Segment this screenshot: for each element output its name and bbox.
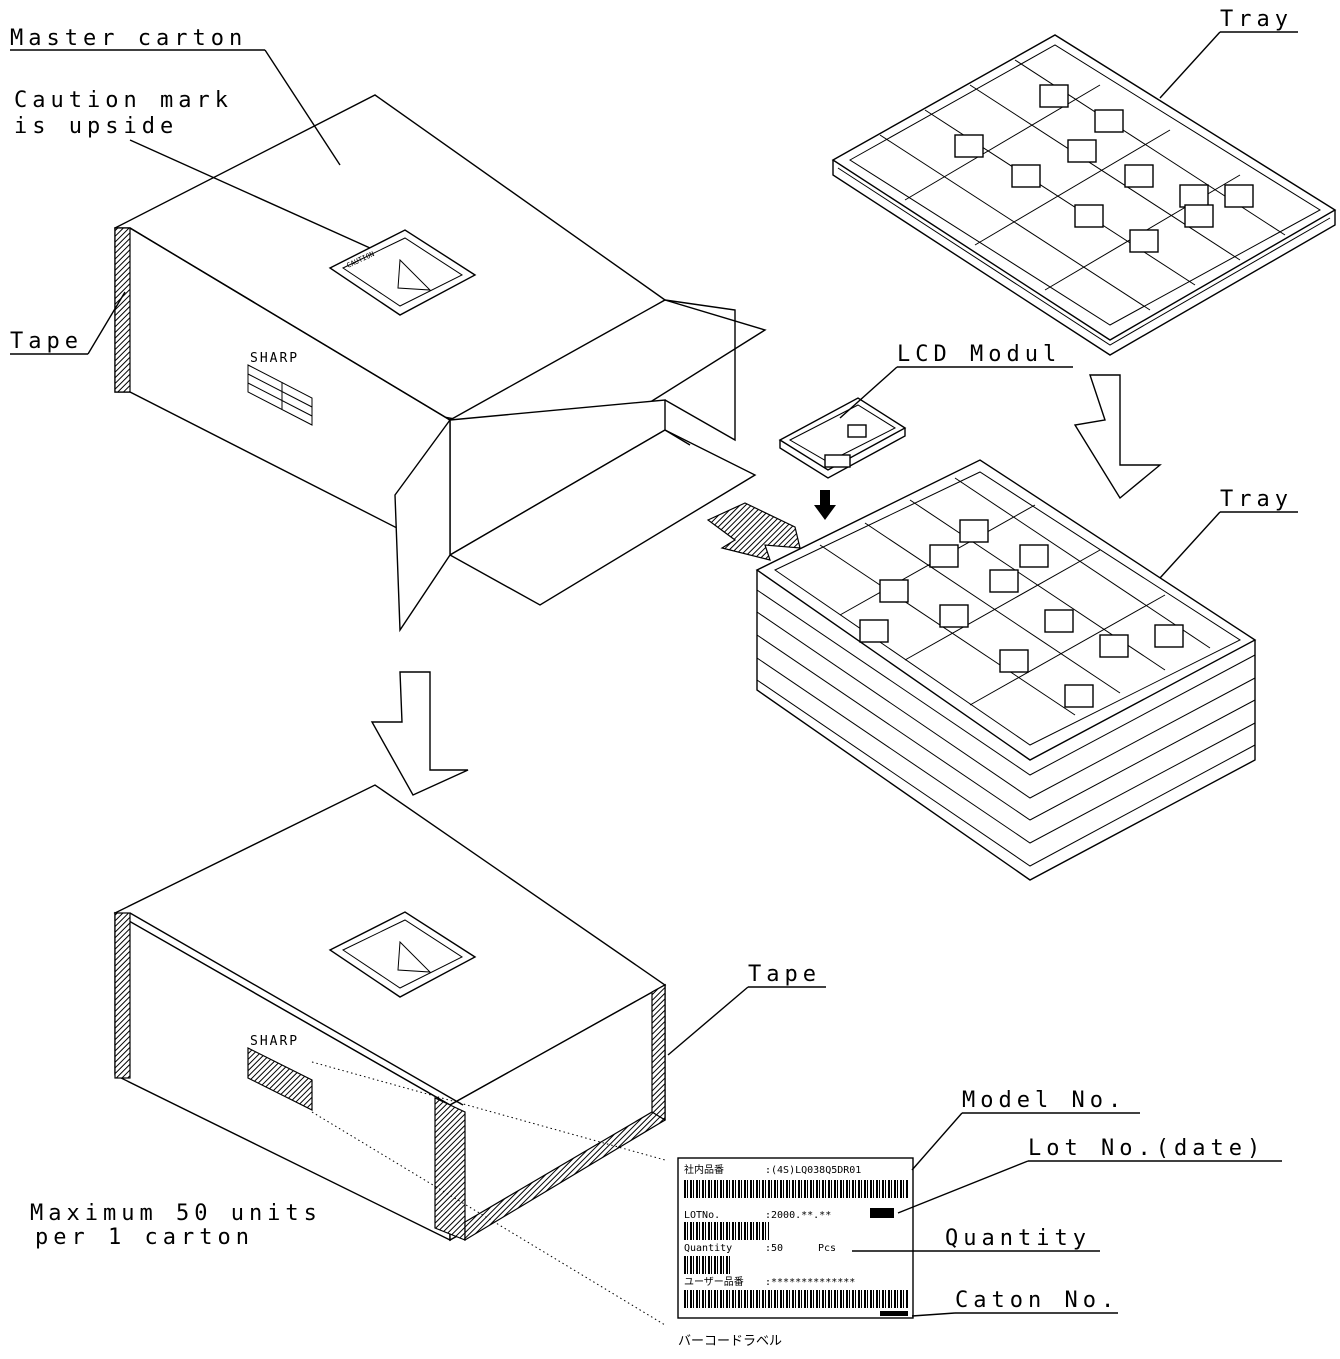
svg-text:SHARP: SHARP	[250, 351, 299, 366]
svg-text:SHARP: SHARP	[250, 1034, 299, 1049]
model-no-label: Model No.	[962, 1088, 1126, 1113]
lcd-module	[778, 397, 907, 520]
tray-stack	[755, 459, 1257, 881]
label-guide-lines	[311, 1061, 666, 1326]
quantity-label: Quantity	[945, 1226, 1091, 1251]
caton-no-label: Caton No.	[955, 1288, 1119, 1313]
svg-text:LOTNo.: LOTNo.	[684, 1210, 720, 1221]
barcode-label: 社内品番 :(4S)LQ038Q5DR01 LOTNo. :2000.**.**…	[677, 1157, 914, 1349]
master-carton-label: Master carton	[10, 26, 247, 51]
tape-label-top: Tape	[10, 329, 83, 354]
maximum-units-line2: per 1 carton	[35, 1225, 254, 1250]
tape-strip	[114, 227, 131, 393]
sharp-label-top: SHARP	[247, 351, 313, 426]
caution-mark-label-1: Caution mark	[14, 88, 233, 113]
down-arrow-left	[370, 671, 469, 796]
caution-mark-label-2: is upside	[14, 114, 178, 139]
down-arrow-right	[1073, 374, 1162, 500]
svg-text:Quantity: Quantity	[684, 1243, 732, 1254]
lcd-modul-label: LCD Modul	[897, 342, 1061, 367]
tape-label-bottom: Tape	[748, 962, 821, 987]
insert-arrow	[706, 502, 801, 561]
svg-text::50: :50	[765, 1243, 783, 1254]
tray-label-stack: Tray	[1220, 487, 1293, 512]
single-tray	[831, 34, 1337, 356]
sharp-label-bottom: SHARP	[247, 1034, 313, 1111]
open-master-carton: CAUTION SHARP	[114, 94, 767, 633]
svg-text::(4S)LQ038Q5DR01: :(4S)LQ038Q5DR01	[765, 1165, 861, 1176]
svg-text::2000.**.**: :2000.**.**	[765, 1210, 831, 1221]
svg-text:ユーザー品番: ユーザー品番	[684, 1276, 744, 1288]
svg-text:Pcs: Pcs	[818, 1243, 836, 1254]
lot-no-label: Lot No.(date)	[1028, 1136, 1265, 1161]
barcode-label-caption: バーコードラベル	[678, 1334, 782, 1349]
caution-label-top: CAUTION	[328, 229, 477, 316]
maximum-units-line1: Maximum 50 units	[30, 1201, 322, 1226]
callouts: Master carton Caution mark is upside Tap…	[10, 7, 1298, 1317]
caution-label-bottom	[328, 911, 477, 998]
tray-label-top: Tray	[1220, 7, 1293, 32]
closed-carton: SHARP	[113, 784, 667, 1326]
svg-text::**************: :**************	[765, 1277, 855, 1288]
svg-text:社内品番: 社内品番	[684, 1163, 724, 1176]
